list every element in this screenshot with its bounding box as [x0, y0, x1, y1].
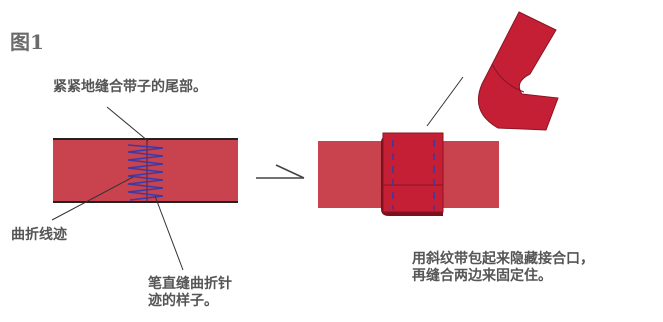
bias-tape-piece	[478, 11, 559, 131]
figure-label: 图1	[10, 30, 44, 54]
right-arrow-icon	[256, 164, 305, 179]
tail-seam-annotation: 紧紧地缝合带子的尾部。	[53, 79, 207, 95]
leader-bias-wrap	[426, 76, 464, 127]
bias-binding-wrap	[381, 132, 444, 216]
straight-seam-annotation-line-2: 迹的样子。	[148, 293, 218, 309]
left-strap	[53, 138, 238, 203]
bias-tape-fold	[491, 63, 525, 93]
bias-wrap-annotation-line-2: 再缝合两边来固定住。	[412, 268, 552, 284]
zigzag-trace-annotation: 曲折线迹	[11, 227, 67, 243]
leader-tail-seam	[106, 106, 149, 142]
leader-zigzag-trace	[51, 176, 134, 221]
straight-seam-annotation-line-1: 笔直缝曲折针	[148, 276, 232, 292]
bias-wrap-annotation: 用斜纹带包起来隐藏接合口， 再缝合两边来固定住。	[412, 251, 594, 285]
leader-straight-seam	[154, 195, 184, 271]
straight-seam-annotation: 笔直缝曲折针 迹的样子。	[148, 276, 232, 310]
bias-wrap-annotation-line-1: 用斜纹带包起来隐藏接合口，	[412, 251, 594, 267]
zigzag-stitch	[127, 144, 164, 201]
bias-tape-shape	[478, 11, 559, 131]
